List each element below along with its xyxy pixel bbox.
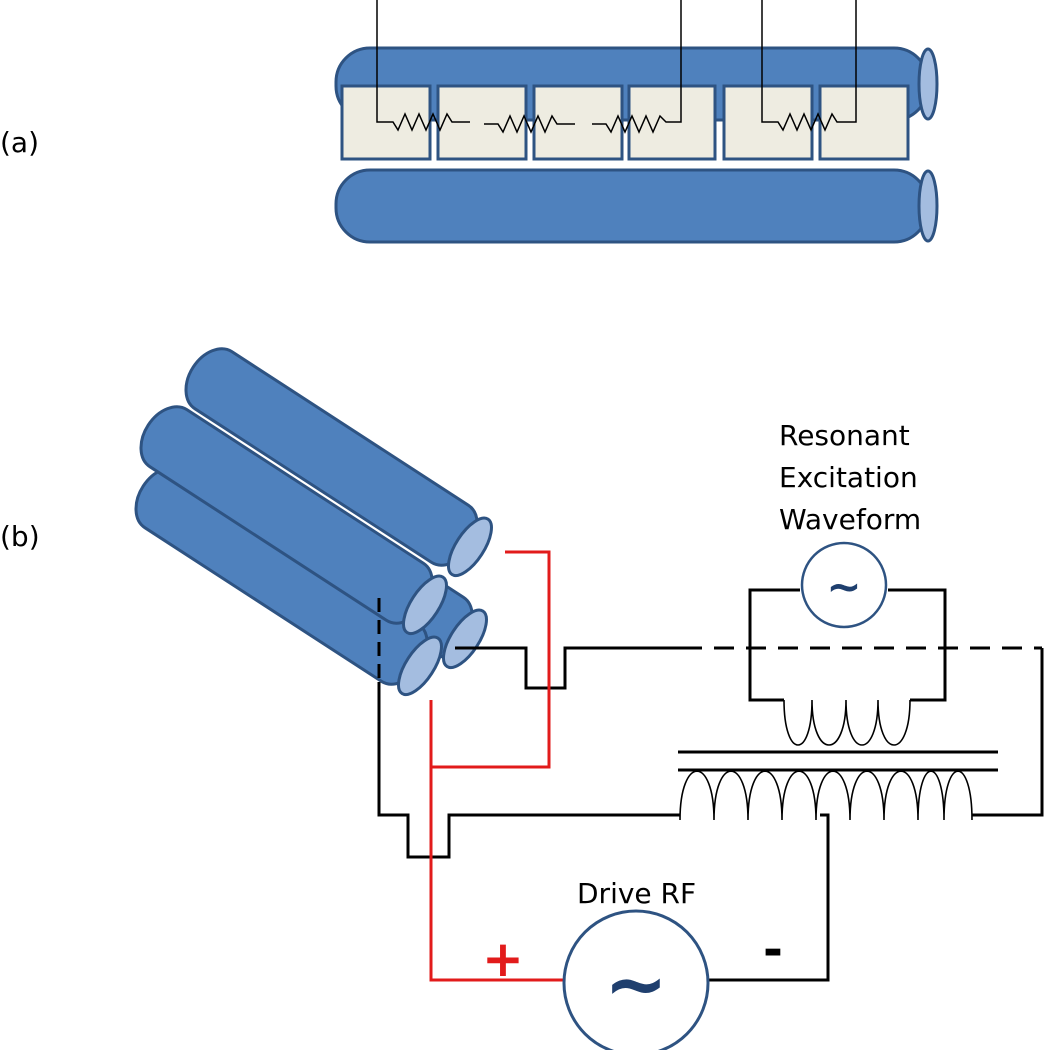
resistor-divider-chain: [376, 0, 857, 134]
wire-right-return: [972, 648, 1044, 817]
segmented-electrodes: [340, 84, 910, 161]
drive-plus-sign: +: [482, 930, 524, 988]
drive-tilde-icon: ~: [604, 939, 668, 1028]
drive-source-circle: [562, 909, 710, 1050]
resonant-label-line2: Excitation: [779, 461, 918, 494]
rod-bottom: [334, 168, 939, 244]
quad-rod-front: [134, 466, 443, 697]
red-wire-bottom-rod: [429, 700, 563, 982]
panel-label-b: (b): [0, 520, 40, 553]
resonant-label-line1: Resonant: [779, 419, 910, 452]
quad-rod-back: [184, 347, 493, 578]
drive-rf-source: ~ Drive RF + -: [482, 877, 783, 1050]
panel-label-a: (a): [0, 126, 39, 159]
transformer-secondary-coil: [783, 699, 911, 746]
drive-minus-sign: -: [763, 922, 783, 978]
rf-wiring-black: [377, 646, 1044, 982]
transformer-primary-coil: [679, 770, 973, 821]
resonant-excitation-source: ~ Resonant Excitation Waveform: [748, 419, 947, 702]
electrode-segment-6: [818, 84, 910, 161]
wire-centre-tap: [708, 813, 830, 982]
excitation-tilde-icon: ~: [826, 562, 861, 611]
rod-bottom-end: [917, 169, 939, 243]
electrode-segment-2: [436, 84, 528, 161]
wire-right-rod-pair: [455, 646, 682, 690]
excitation-source-circle: [800, 541, 888, 629]
resistor-network-left: [376, 0, 682, 134]
rod-bottom-body: [334, 168, 930, 244]
resistor-network-right: [761, 0, 857, 132]
electrode-segment-3: [532, 84, 624, 161]
resonant-label-line3: Waveform: [779, 503, 921, 536]
transformer: [678, 699, 998, 821]
dc-wiring-red: [429, 550, 563, 982]
drive-rf-label: Drive RF: [577, 877, 696, 910]
quadrupole-rod-bundle: [134, 347, 493, 697]
excitation-loop-wire: [748, 588, 947, 702]
rod-top-end: [917, 47, 939, 121]
quad-rod-top: [139, 405, 448, 636]
wire-left-rod-pair: [377, 682, 680, 859]
red-wire-top-rod: [431, 550, 551, 769]
